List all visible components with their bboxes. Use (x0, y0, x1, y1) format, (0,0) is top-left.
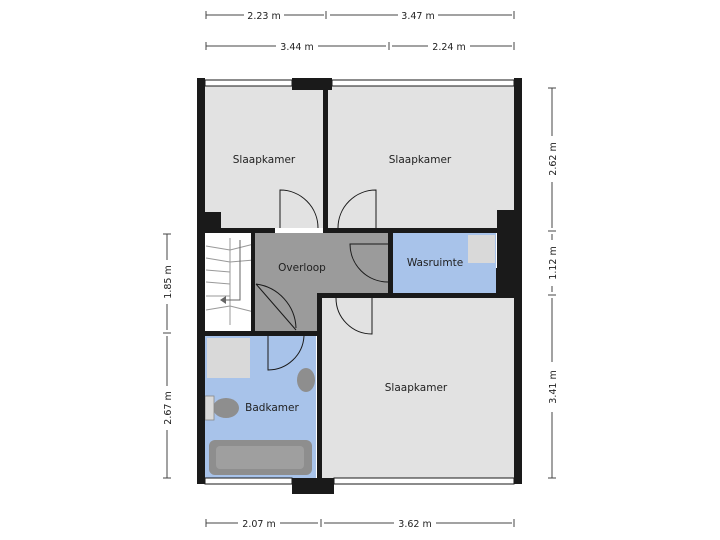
dim-left-lower: 2.67 m (163, 391, 174, 424)
sink-icon (297, 368, 315, 392)
label-bedroom-bottom-right: Slaapkamer (385, 382, 448, 394)
dim-top-row2-right: 2.24 m (432, 42, 465, 53)
dim-bottom-left: 2.07 m (242, 519, 275, 530)
dim-top-row1-left: 2.23 m (247, 11, 280, 22)
bathroom-shelf (207, 338, 250, 378)
toilet-icon (213, 398, 239, 418)
windows (204, 79, 515, 485)
label-bedroom-top-right: Slaapkamer (389, 154, 452, 166)
room-bedroom-bottom-right (322, 298, 514, 478)
label-landing: Overloop (278, 262, 326, 274)
dim-right-bottom: 3.41 m (548, 370, 559, 403)
walls (197, 78, 522, 494)
dim-left-upper: 1.85 m (163, 265, 174, 298)
stairs-arrow-icon (220, 296, 226, 304)
label-bedroom-top-left: Slaapkamer (233, 154, 296, 166)
dim-top-row1-right: 3.47 m (401, 11, 434, 22)
room-landing (255, 233, 388, 295)
room-bedroom-top-right (328, 86, 514, 228)
toilet-tank (204, 395, 215, 421)
room-bedroom-top-left (205, 86, 323, 228)
dim-right-top: 2.62 m (548, 142, 559, 175)
dimension-lines (163, 11, 556, 527)
bathtub-inner (216, 446, 304, 469)
dim-bottom-right: 3.62 m (398, 519, 431, 530)
label-laundry: Wasruimte (407, 257, 463, 269)
laundry-window-niche (468, 235, 495, 263)
label-bathroom: Badkamer (245, 402, 299, 414)
dim-top-row2-left: 3.44 m (280, 42, 313, 53)
dim-right-middle: 1.12 m (548, 246, 559, 279)
door-swings (255, 189, 389, 371)
